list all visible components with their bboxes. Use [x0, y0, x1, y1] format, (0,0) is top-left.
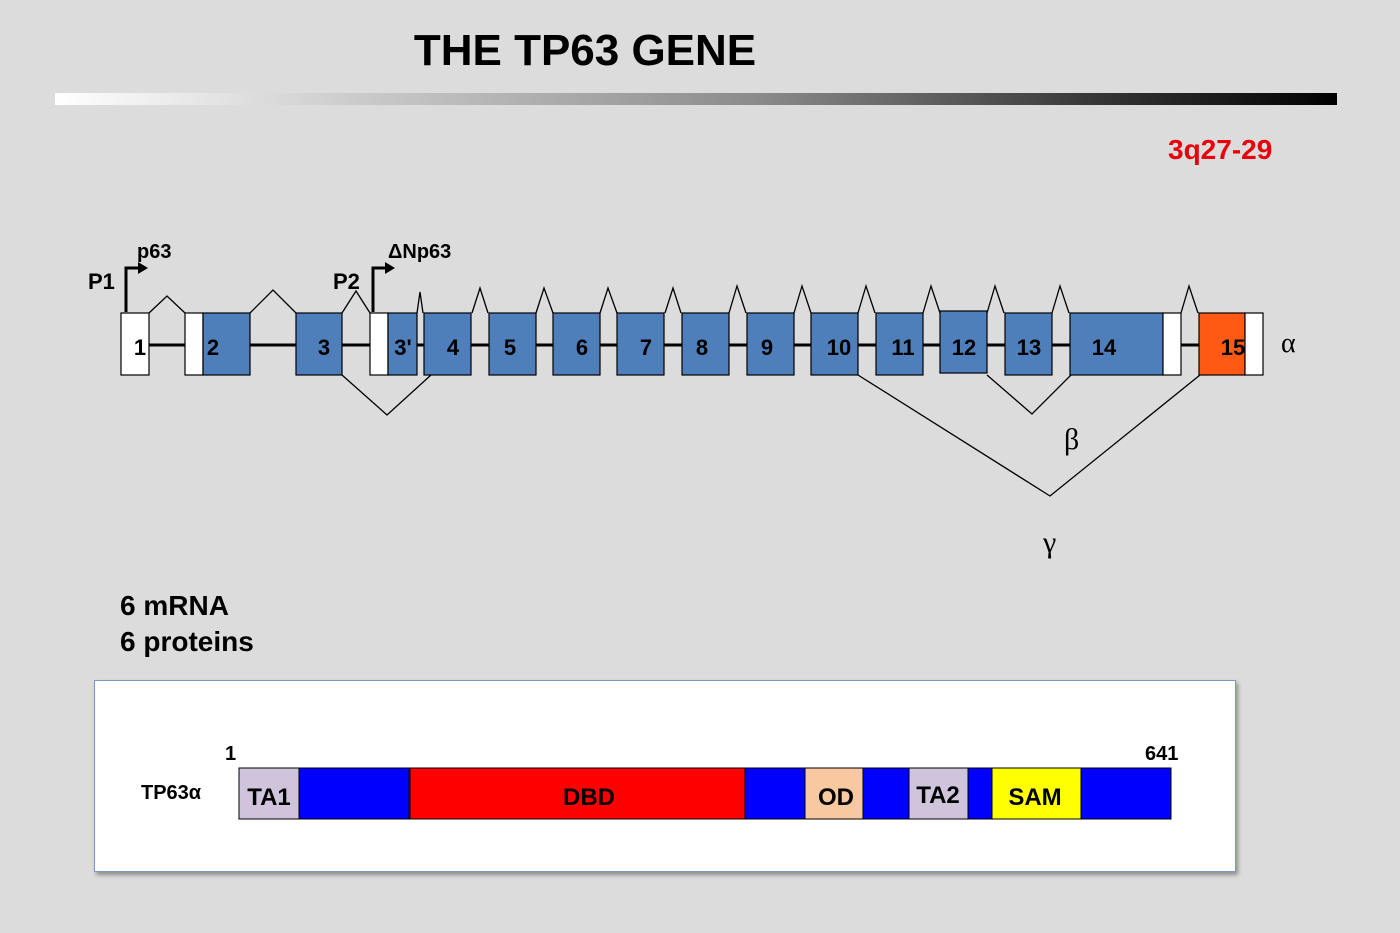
- promoter-p2-label: P2: [333, 269, 360, 294]
- exon-14: 14: [1069, 312, 1182, 376]
- exon-5: 5: [488, 312, 537, 376]
- promoter-p1-transcript: p63: [137, 241, 171, 263]
- exon-2: 2: [184, 312, 251, 376]
- summary-proteins: 6 proteins: [120, 626, 254, 657]
- exon-12: 12: [939, 310, 988, 374]
- domain-dbd-label: DBD: [563, 784, 615, 811]
- exon-1: 1: [120, 312, 150, 376]
- domain-ta1: TA1: [238, 767, 300, 820]
- exon-6: 6: [552, 312, 601, 376]
- exon-13: 13: [1004, 312, 1053, 376]
- protein-name: TP63α: [141, 782, 202, 804]
- slide-title: THE TP63 GENE: [413, 26, 757, 75]
- summary-mrna: 6 mRNA: [120, 590, 229, 621]
- exon-10: 10: [810, 312, 859, 376]
- splice-connectors-bottom: [341, 374, 1201, 497]
- domain-od-label: OD: [818, 784, 854, 811]
- linker-5: [1080, 767, 1172, 820]
- exon-label: 5: [504, 335, 516, 360]
- domain-od: OD: [804, 767, 864, 820]
- domain-sam: SAM: [991, 767, 1082, 820]
- variant-alpha-label: α: [1281, 328, 1296, 359]
- variant-beta-label: β: [1064, 423, 1079, 456]
- exon-3-prime: 3': [369, 312, 418, 376]
- exon-8: 8: [681, 312, 730, 376]
- domain-ta2-label: TA2: [916, 782, 960, 809]
- exon-label: 12: [952, 335, 976, 360]
- protein-domain-diagram: 1 641 TP63α TA1 DBD OD TA2 SAM: [141, 743, 1178, 820]
- domain-dbd: DBD: [409, 767, 746, 820]
- protein-end-label: 641: [1145, 743, 1178, 765]
- exon-label: 15: [1221, 335, 1245, 360]
- variant-gamma-label: γ: [1042, 526, 1056, 559]
- exon-label: 9: [761, 335, 773, 360]
- exon-label: 1: [134, 335, 146, 360]
- exon-label: 3': [394, 335, 411, 360]
- linker-1: [298, 767, 410, 820]
- exon-label: 14: [1092, 335, 1117, 360]
- summary-text: 6 mRNA 6 proteins: [120, 588, 254, 660]
- promoter-p1-label: P1: [88, 269, 115, 294]
- exon-4: 4: [423, 312, 472, 376]
- exon-label: 10: [827, 335, 851, 360]
- exon-label: 4: [447, 335, 460, 360]
- exon-label: 11: [891, 335, 914, 360]
- exon-label: 8: [696, 335, 708, 360]
- exon-11: 11: [875, 312, 924, 376]
- exon-label: 7: [640, 335, 652, 360]
- domain-ta1-label: TA1: [247, 784, 291, 811]
- exon-label: 6: [576, 335, 588, 360]
- promoter-p1: P1 p63: [88, 241, 171, 312]
- chromosome-locus: 3q27-29: [1168, 134, 1273, 165]
- linker-4: [967, 767, 993, 820]
- gene-structure-diagram: P1 p63 P2 ΔNp63 1 2: [88, 241, 1296, 559]
- exon-label: 2: [207, 335, 219, 360]
- protein-domain-panel: 1 641 TP63α TA1 DBD OD TA2 SAM: [94, 680, 1236, 872]
- exon-label: 13: [1017, 335, 1041, 360]
- exon-label: 3: [318, 335, 330, 360]
- linker-3: [862, 767, 910, 820]
- title-gradient-rule: [55, 93, 1337, 105]
- exon-9: 9: [746, 312, 795, 376]
- domain-sam-label: SAM: [1008, 784, 1061, 811]
- promoter-p2-transcript: ΔNp63: [388, 241, 451, 263]
- promoter-p2: P2 ΔNp63: [333, 241, 451, 312]
- exon-3: 3: [295, 312, 343, 376]
- domain-ta2: TA2: [908, 767, 969, 820]
- exon-7: 7: [616, 312, 665, 376]
- linker-2: [744, 767, 806, 820]
- protein-start-label: 1: [225, 743, 236, 765]
- exon-15: 15: [1198, 312, 1264, 376]
- splice-connectors-top: [148, 283, 1199, 314]
